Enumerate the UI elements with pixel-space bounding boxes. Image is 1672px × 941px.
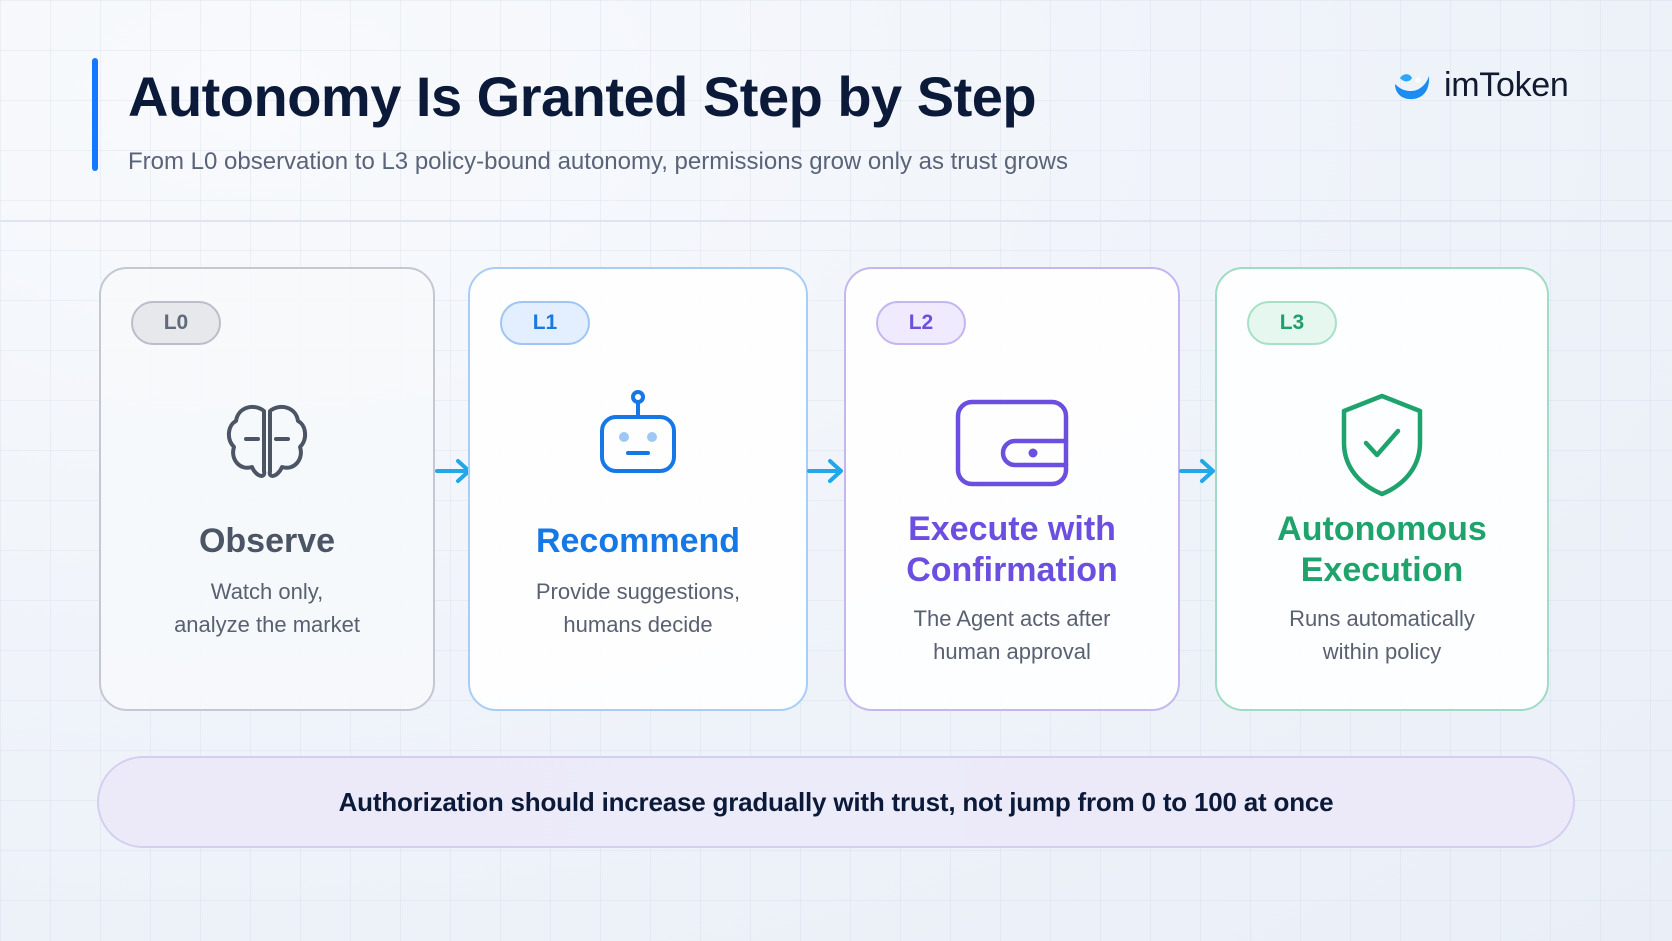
- level-badge-l0: L0: [131, 301, 221, 345]
- shield-check-icon: [1341, 393, 1423, 497]
- page-subtitle: From L0 observation to L3 policy-bound a…: [128, 148, 1068, 175]
- page-title: Autonomy Is Granted Step by Step: [128, 65, 1037, 128]
- level-desc-l0: Watch only, analyze the market: [174, 579, 360, 637]
- level-title-l1: Recommend: [535, 522, 741, 560]
- level-title-l0: Observe: [198, 522, 336, 560]
- footer-banner: Authorization should increase gradually …: [97, 756, 1575, 848]
- brain-icon: [227, 404, 307, 478]
- level-desc-l1: Provide suggestions, humans decide: [535, 579, 741, 637]
- level-badge-l3: L3: [1247, 301, 1337, 345]
- wallet-icon: [955, 399, 1069, 487]
- brand-logo: imToken: [1392, 66, 1569, 105]
- level-badge-l1: L1: [500, 301, 590, 345]
- level-desc-l2: The Agent acts after human approval: [913, 606, 1111, 664]
- header-accent-bar: [92, 58, 98, 171]
- level-card-l0: L0 Observe Watch only, analyze the marke…: [99, 267, 435, 711]
- level-title-l3: Autonomous Execution: [1277, 510, 1487, 589]
- robot-icon: [600, 390, 676, 473]
- level-title-l2: Execute with Confirmation: [906, 510, 1118, 589]
- level-card-l2: L2 Execute with Confirmation The Agent a…: [844, 267, 1180, 711]
- arrow-right-icon: [807, 459, 843, 483]
- level-badge-l2: L2: [876, 301, 966, 345]
- header-divider: [0, 220, 1672, 222]
- level-card-l1: L1 Recommend Provide suggestions, humans…: [468, 267, 808, 711]
- level-desc-l3: Runs automatically within policy: [1289, 606, 1475, 664]
- level-card-l3: L3 Autonomous Execution Runs automatical…: [1215, 267, 1549, 711]
- brand-name: imToken: [1444, 66, 1569, 104]
- arrow-right-icon: [1179, 459, 1215, 483]
- imtoken-logo-icon: [1395, 73, 1430, 99]
- footer-text: Authorization should increase gradually …: [338, 786, 1334, 817]
